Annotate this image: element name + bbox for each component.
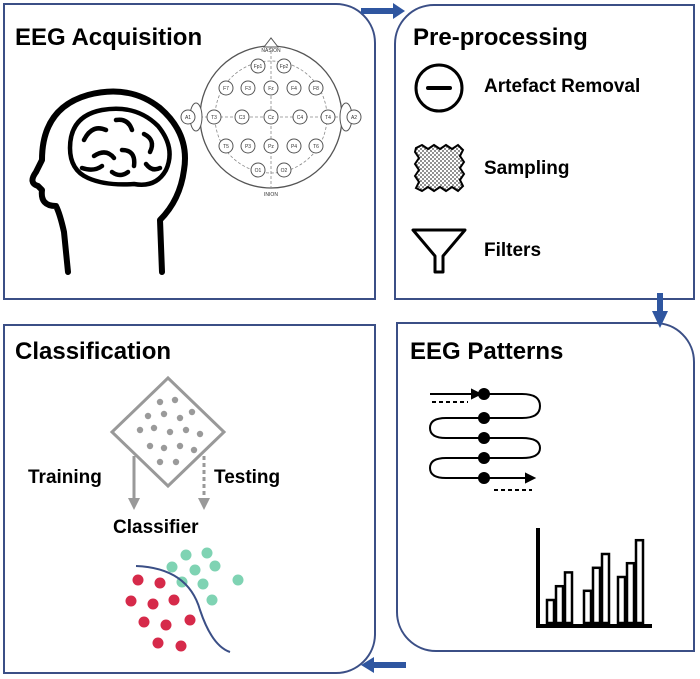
electrode-label-o2: O2 [281, 168, 288, 174]
classification-title: Classification [15, 338, 172, 365]
class-b-points [166, 547, 244, 606]
bar-2 [554, 584, 565, 625]
electrode-label-o1: O1 [255, 168, 262, 174]
testing-arrow [198, 456, 210, 510]
patterns-title: EEG Patterns [410, 338, 564, 365]
electrode-label-pz: Pz [268, 144, 274, 150]
electrode-label-c3: C3 [239, 115, 246, 121]
electrode-t4 [320, 109, 336, 125]
headmap-inion-text: INION [264, 192, 278, 198]
electrode-p3 [240, 138, 256, 154]
head-brain-icon [29, 88, 188, 275]
electrode-label-f4: F4 [291, 86, 297, 92]
textured-square-icon [413, 143, 466, 193]
electrode-f8 [308, 80, 324, 96]
dataset-diamond [109, 375, 227, 489]
electrode-pz [263, 138, 279, 154]
electrode-label-t4: T4 [325, 115, 331, 121]
electrode-t3 [206, 109, 222, 125]
flow-arrow-down [652, 293, 668, 328]
bar-9 [634, 538, 645, 625]
bar-7 [616, 575, 627, 625]
electrode-label-p4: P4 [291, 144, 297, 150]
electrode-c4 [292, 109, 308, 125]
electrode-fz [263, 80, 279, 96]
serpentine-sequence-icon [428, 388, 542, 491]
electrode-fp1 [250, 58, 266, 74]
electrode-label-cz: Cz [268, 115, 275, 121]
eeg-patterns-panel [396, 322, 695, 652]
headmap-a1-text: A1 [185, 115, 191, 121]
training-arrow [128, 456, 140, 510]
electrode-label-t6: T6 [313, 144, 319, 150]
acquisition-title: EEG Acquisition [15, 24, 203, 51]
funnel-icon [411, 228, 467, 274]
electrode-label-f3: F3 [245, 86, 251, 92]
electrode-label-fp2: Fp2 [280, 64, 289, 70]
electrode-cz [263, 109, 279, 125]
electrode-t5 [218, 138, 234, 154]
bar-6 [600, 552, 611, 625]
electrode-f4 [286, 80, 302, 96]
electrode-f7 [218, 80, 234, 96]
class-a-points [125, 574, 196, 652]
bar-1 [545, 598, 556, 625]
sampling-label: Sampling [484, 158, 570, 179]
bar-5 [591, 566, 602, 625]
electrode-fp2 [276, 58, 292, 74]
electrode-label-fz: Fz [268, 86, 274, 92]
artefact-removal-label: Artefact Removal [484, 76, 641, 97]
preprocessing-title: Pre-processing [413, 24, 588, 51]
headmap-a2-text: A2 [351, 115, 357, 121]
filters-label: Filters [484, 240, 542, 261]
electrode-f3 [240, 80, 256, 96]
electrode-label-c4: C4 [297, 115, 304, 121]
flow-arrow-right [361, 3, 405, 19]
electrode-label-t5: T5 [223, 144, 229, 150]
bar-3 [563, 571, 574, 625]
electrode-t6 [308, 138, 324, 154]
headmap-nasion-text: NASION [261, 48, 281, 54]
testing-label: Testing [214, 467, 281, 488]
bar-4 [582, 589, 593, 625]
bar-chart-icon [536, 528, 652, 628]
classifier-scatter [125, 547, 244, 653]
electrode-p4 [286, 138, 302, 154]
electrode-label-p3: P3 [245, 144, 251, 150]
electrode-label-t3: T3 [211, 115, 217, 121]
electrode-o1 [250, 162, 266, 178]
electrode-label-f7: F7 [223, 86, 229, 92]
electrode-label-f8: F8 [313, 86, 319, 92]
training-label: Training [28, 467, 102, 488]
electrode-o2 [276, 162, 292, 178]
bar-8 [625, 561, 636, 625]
electrode-label-fp1: Fp1 [254, 64, 263, 70]
electrode-c3 [234, 109, 250, 125]
classifier-label: Classifier [113, 517, 199, 538]
flow-arrow-left [361, 657, 406, 673]
minus-circle-icon [414, 63, 464, 113]
